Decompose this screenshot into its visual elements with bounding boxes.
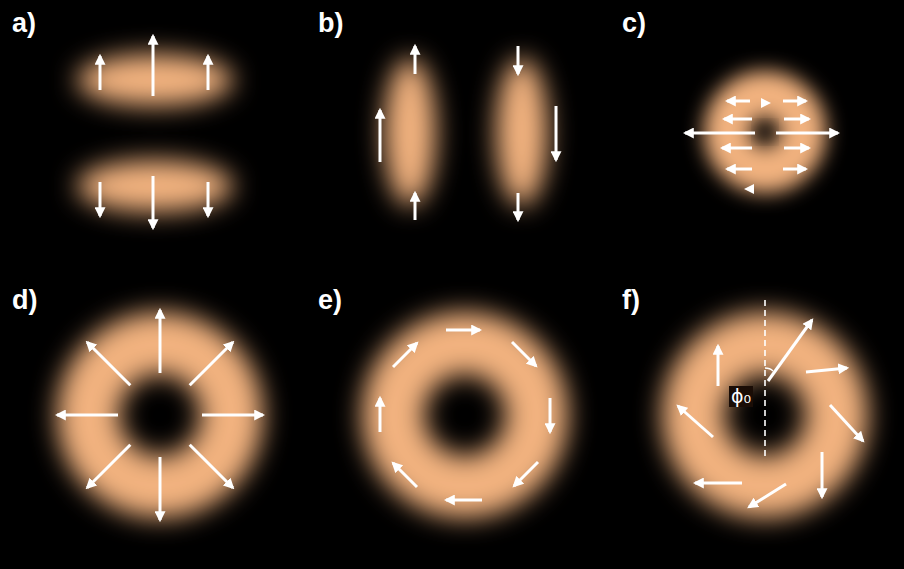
panel-label: a)	[12, 10, 36, 37]
mode-f-spiral	[678, 300, 863, 507]
panel-label: b)	[318, 10, 343, 37]
mode-c	[685, 94, 838, 194]
mode-e-azimuthal	[380, 330, 550, 500]
panel-label: d)	[12, 287, 37, 314]
mode-b	[380, 46, 556, 220]
panel-label: c)	[622, 10, 646, 37]
mode-d-radial	[57, 310, 263, 520]
angle-label: ϕ₀	[729, 386, 753, 407]
panel-label: f)	[622, 287, 640, 314]
mode-a	[77, 36, 233, 228]
panel-label: e)	[318, 287, 342, 314]
